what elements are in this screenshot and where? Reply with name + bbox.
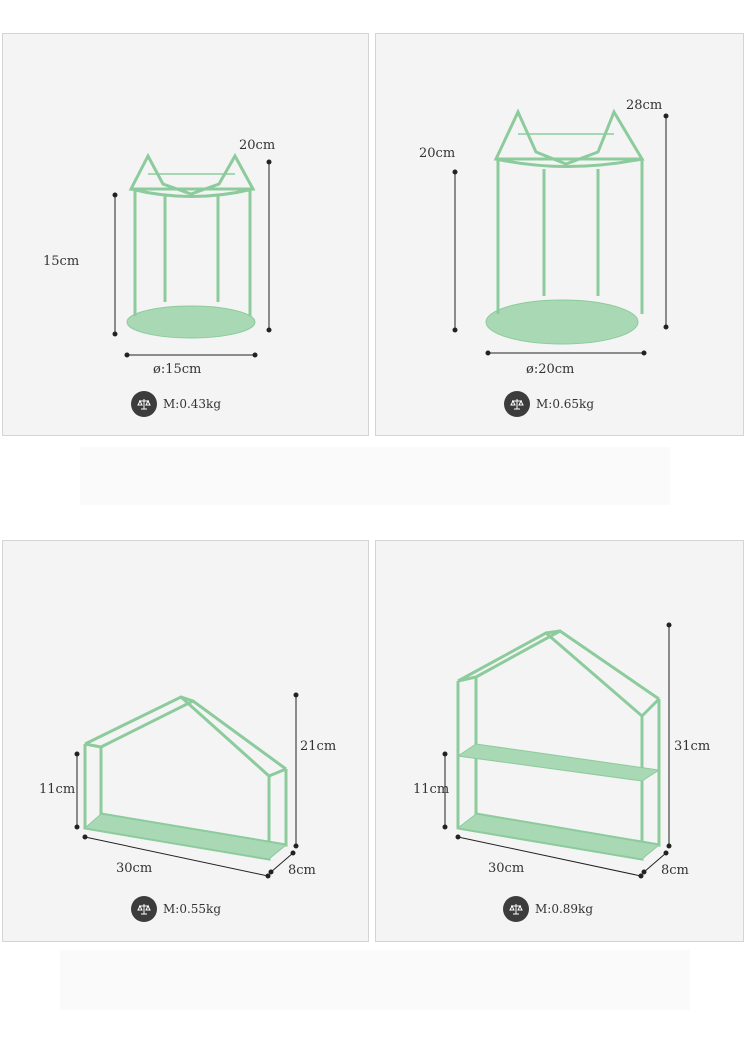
width-label: 30cm [488, 861, 525, 876]
product-card-cat-stand-large: 20cm 28cm ø:20cm M:0.65kg [375, 33, 744, 436]
house-shelf-double-illustration [442, 622, 672, 879]
weight-label: M:0.43kg [163, 397, 222, 411]
scale-icon [131, 896, 157, 922]
product-card-house-shelf-single: 11cm 21cm 30cm 8cm M:0.55kg [2, 540, 369, 942]
house-shelf-single-illustration [74, 692, 299, 879]
height-label: 11cm [39, 782, 76, 797]
product-card-house-shelf-double: 11cm 31cm 30cm 8cm M:0.89kg [375, 540, 744, 942]
ghost-band [80, 447, 670, 505]
height-label: 20cm [419, 146, 456, 161]
scale-icon [131, 391, 157, 417]
total-height-label: 20cm [239, 138, 276, 153]
cat-stand-small-illustration [112, 152, 272, 358]
ghost-band [60, 950, 690, 1010]
height-label: 15cm [43, 254, 80, 269]
scale-icon [504, 391, 530, 417]
depth-label: 8cm [661, 863, 689, 878]
total-height-label: 31cm [674, 739, 711, 754]
diameter-label: ø:15cm [153, 362, 202, 377]
weight-info: M:0.89kg [503, 896, 593, 922]
height-label: 11cm [413, 782, 450, 797]
diameter-label: ø:20cm [526, 362, 575, 377]
total-height-label: 21cm [300, 739, 337, 754]
weight-info: M:0.43kg [131, 391, 221, 417]
product-card-cat-stand-small: 15cm 20cm ø:15cm M:0.43kg [2, 33, 369, 436]
weight-info: M:0.55kg [131, 896, 221, 922]
weight-info: M:0.65kg [504, 391, 594, 417]
weight-label: M:0.89kg [535, 902, 594, 916]
cat-stand-large-illustration [452, 108, 669, 356]
scale-icon [503, 896, 529, 922]
weight-label: M:0.55kg [163, 902, 222, 916]
width-label: 30cm [116, 861, 153, 876]
total-height-label: 28cm [626, 98, 663, 113]
weight-label: M:0.65kg [536, 397, 595, 411]
depth-label: 8cm [288, 863, 316, 878]
